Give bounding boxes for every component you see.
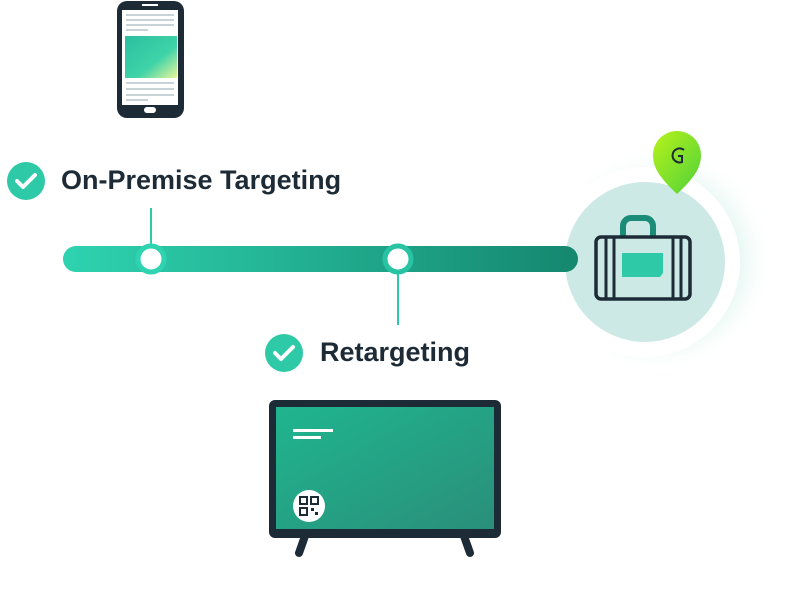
tv-icon — [269, 400, 501, 557]
phone-icon — [117, 1, 184, 118]
location-pin-icon — [653, 131, 701, 194]
step-label-retargeting: Retargeting — [320, 337, 471, 367]
timeline-node-1 — [135, 243, 167, 275]
qr-code-icon — [293, 490, 325, 522]
step-label-on-premise: On-Premise Targeting — [61, 165, 342, 195]
timeline-track — [63, 246, 578, 272]
check-icon — [7, 162, 45, 200]
suitcase-icon — [594, 215, 692, 301]
check-icon — [265, 334, 303, 372]
timeline-node-2 — [382, 243, 414, 275]
